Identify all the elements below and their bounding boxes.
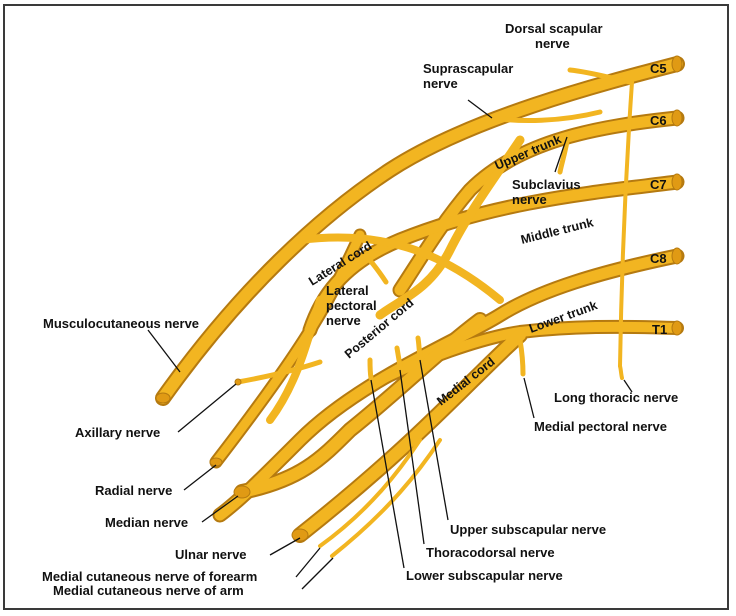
subclavius-label-line2: nerve bbox=[512, 192, 547, 207]
dorsal-scapular-label-line1: Dorsal scapular bbox=[505, 21, 603, 36]
root-labels: C5 C6 C7 C8 T1 bbox=[650, 61, 667, 337]
medial-pectoral-label: Medial pectoral nerve bbox=[534, 419, 667, 434]
upper-subscapular-label: Upper subscapular nerve bbox=[450, 522, 606, 537]
medial-cutaneous-arm-label: Medial cutaneous nerve of arm bbox=[53, 583, 244, 598]
medial-cord-label: Medial cord bbox=[434, 355, 497, 409]
musculocutaneous-label: Musculocutaneous nerve bbox=[43, 316, 199, 331]
thoracodorsal-label: Thoracodorsal nerve bbox=[426, 545, 555, 560]
lateral-pectoral-label-line2: pectoral bbox=[326, 298, 377, 313]
lateral-pectoral-label-line1: Lateral bbox=[326, 283, 369, 298]
nerve-bodies bbox=[163, 64, 677, 556]
root-label-c8: C8 bbox=[650, 251, 667, 266]
lateral-pectoral-label-line3: nerve bbox=[326, 313, 361, 328]
median-label: Median nerve bbox=[105, 515, 188, 530]
middle-trunk-label: Middle trunk bbox=[519, 215, 595, 247]
axillary-label: Axillary nerve bbox=[75, 425, 160, 440]
medial-cutaneous-forearm-label: Medial cutaneous nerve of forearm bbox=[42, 569, 257, 584]
root-label-t1: T1 bbox=[652, 322, 667, 337]
root-label-c5: C5 bbox=[650, 61, 667, 76]
lower-subscapular-label: Lower subscapular nerve bbox=[406, 568, 563, 583]
root-label-c7: C7 bbox=[650, 177, 667, 192]
radial-label: Radial nerve bbox=[95, 483, 172, 498]
upper-trunk-label: Upper trunk bbox=[493, 132, 564, 173]
ulnar-label: Ulnar nerve bbox=[175, 547, 247, 562]
subclavius-label-line1: Subclavius bbox=[512, 177, 581, 192]
suprascapular-label-line2: nerve bbox=[423, 76, 458, 91]
dorsal-scapular-label-line2: nerve bbox=[535, 36, 570, 51]
suprascapular-label-line1: Suprascapular bbox=[423, 61, 513, 76]
long-thoracic-label: Long thoracic nerve bbox=[554, 390, 678, 405]
root-label-c6: C6 bbox=[650, 113, 667, 128]
